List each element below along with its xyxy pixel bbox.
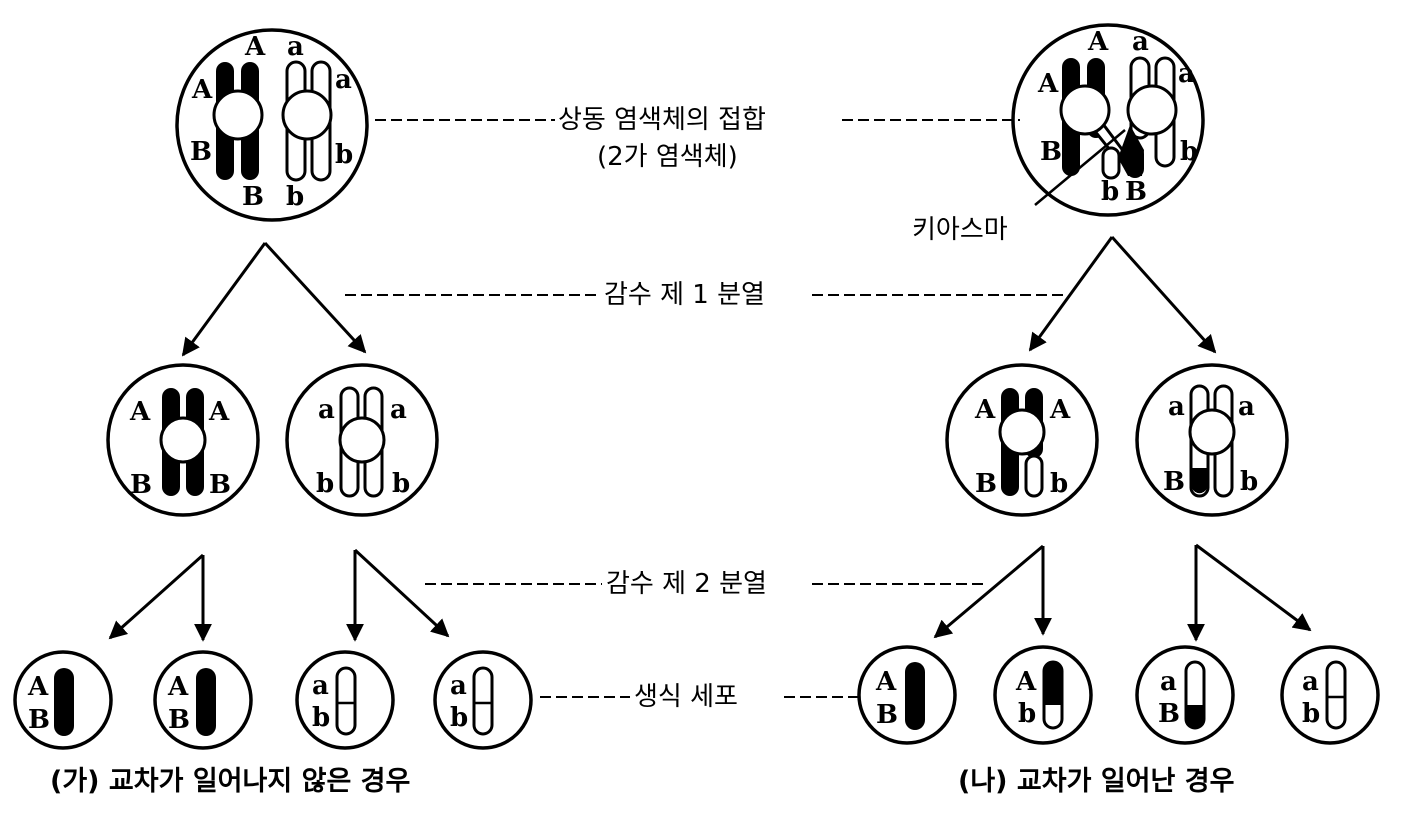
gene-a: a bbox=[335, 65, 352, 95]
dyad-cell-left-2: a a b b bbox=[285, 363, 439, 517]
gamete-left-4: a b bbox=[433, 650, 533, 750]
gamete-left-1: A B bbox=[13, 650, 113, 750]
gamete-label: 생식 세포 bbox=[634, 682, 738, 712]
gene-a: a bbox=[1238, 392, 1255, 422]
gene-a: a bbox=[1132, 27, 1149, 57]
gene-label: A bbox=[167, 672, 189, 702]
bivalent-cell-right: A a A a B b b B bbox=[1011, 23, 1205, 217]
centromere bbox=[281, 89, 333, 141]
gene-B: B bbox=[1125, 177, 1147, 207]
gene-A: A bbox=[974, 395, 996, 425]
gene-label: a bbox=[1302, 667, 1319, 697]
gene-label: A bbox=[875, 667, 897, 697]
gene-label: A bbox=[27, 672, 49, 702]
gene-b: b bbox=[335, 140, 353, 170]
gene-label: a bbox=[312, 671, 329, 701]
gene-a: a bbox=[318, 395, 335, 425]
gene-a: a bbox=[287, 32, 304, 62]
gene-label: a bbox=[1160, 667, 1177, 697]
gene-a: a bbox=[1168, 392, 1185, 422]
gamete-left-2: A B bbox=[153, 650, 253, 750]
meiosis2-label: 감수 제 2 분열 bbox=[606, 569, 767, 599]
gamete-right-1: A B bbox=[857, 645, 957, 745]
gene-label: b bbox=[1018, 699, 1036, 729]
gamete-left-3: a b bbox=[295, 650, 395, 750]
gene-label: b bbox=[450, 703, 468, 733]
gene-A: A bbox=[129, 397, 151, 427]
gene-label: B bbox=[28, 705, 50, 735]
caption-right: (나) 교차가 일어난 경우 bbox=[958, 766, 1234, 797]
chiasma-label: 키아스마 bbox=[912, 215, 1008, 245]
dyad-cell-left-1: A A B B bbox=[106, 363, 260, 517]
gene-label: B bbox=[1158, 699, 1180, 729]
centromere bbox=[212, 89, 264, 141]
gene-A: A bbox=[1049, 395, 1071, 425]
gene-B: B bbox=[1163, 467, 1185, 497]
gene-b: b bbox=[1101, 177, 1119, 207]
gene-A: A bbox=[191, 75, 213, 105]
gene-B: B bbox=[1040, 137, 1062, 167]
gene-B: B bbox=[130, 470, 152, 500]
gene-A: A bbox=[244, 32, 266, 62]
gene-B: B bbox=[190, 137, 212, 167]
gamete-right-2: A b bbox=[993, 645, 1093, 745]
dyad-cell-right-2: a a B b bbox=[1135, 363, 1289, 517]
gene-label: b bbox=[1302, 699, 1320, 729]
gene-b: b bbox=[286, 182, 304, 212]
gene-label: B bbox=[168, 705, 190, 735]
gene-a: a bbox=[390, 395, 407, 425]
synapsis-label: 상동 염색체의 접합 bbox=[558, 105, 766, 135]
chiasma-pointer bbox=[1034, 129, 1126, 206]
gamete-right-4: a b bbox=[1280, 645, 1380, 745]
bivalent-cell-left: A a A a B b B b bbox=[175, 28, 369, 222]
gene-A: A bbox=[1087, 27, 1109, 57]
gene-B: B bbox=[975, 469, 997, 499]
gene-b: b bbox=[392, 469, 410, 499]
gene-label: A bbox=[1015, 667, 1037, 697]
dyad-cell-right-1: A A B b bbox=[945, 363, 1099, 517]
gene-label: B bbox=[876, 700, 898, 730]
gene-b: b bbox=[1050, 469, 1068, 499]
gene-A: A bbox=[208, 397, 230, 427]
gene-B: B bbox=[242, 182, 264, 212]
gene-A: A bbox=[1037, 69, 1059, 99]
meiosis1-arrows bbox=[181, 235, 1217, 357]
meiosis2-arrows bbox=[108, 543, 1312, 642]
gene-label: b bbox=[312, 703, 330, 733]
gene-B: B bbox=[209, 470, 231, 500]
gamete-right-3: a B bbox=[1135, 645, 1235, 745]
gene-a: a bbox=[1178, 59, 1195, 89]
meiosis1-label: 감수 제 1 분열 bbox=[604, 280, 765, 310]
caption-left: (가) 교차가 일어나지 않은 경우 bbox=[50, 766, 410, 797]
gene-b: b bbox=[316, 469, 334, 499]
gene-b: b bbox=[1180, 137, 1198, 167]
gene-label: a bbox=[450, 671, 467, 701]
gene-b: b bbox=[1240, 467, 1258, 497]
bivalent-label: (2가 염색체) bbox=[597, 142, 738, 172]
